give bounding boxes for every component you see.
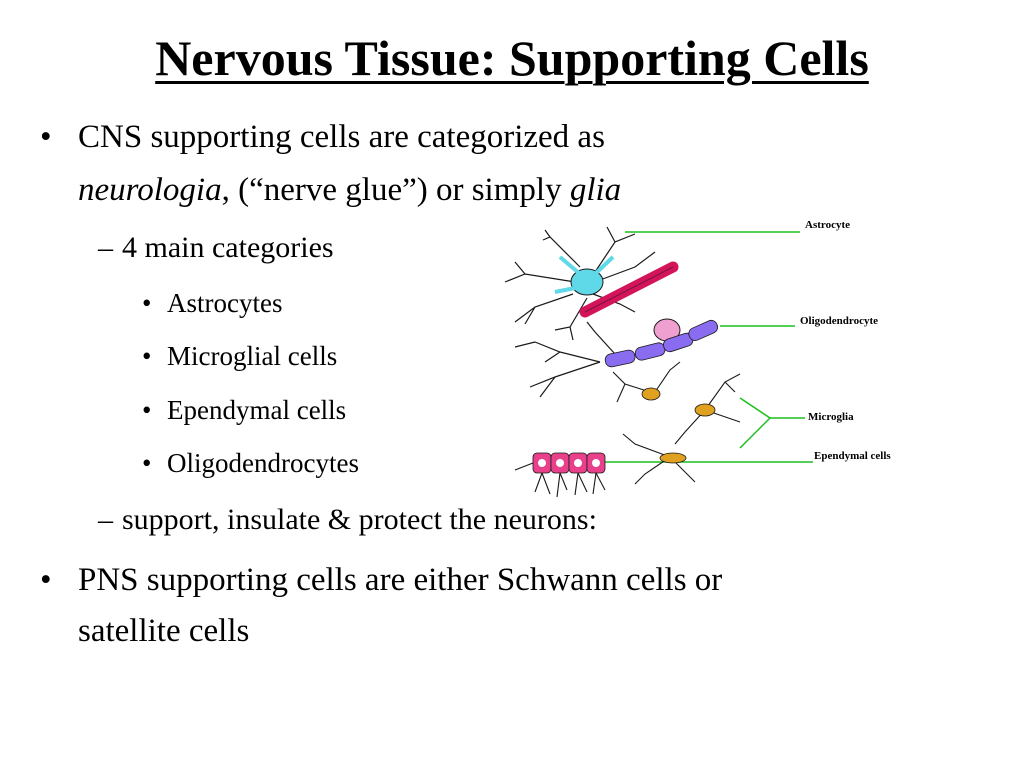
bullet-dot: • [40,562,52,598]
label-microglia: Microglia [808,411,854,423]
slide-title: Nervous Tissue: Supporting Cells [155,30,869,86]
bullet-pns-line2: satellite cells [78,613,250,649]
sub-bullet-categories: 4 main categories [122,231,334,264]
ependymal-processes [514,462,606,498]
cns-line2-text: , (“nerve glue”) or simply [221,172,570,208]
bullet-cns-line1: CNS supporting cells are categorized as [78,119,605,155]
dash-marker: – [98,231,113,264]
microglia-processes [612,361,741,485]
bullet-dot: • [142,395,152,425]
bullet-dot: • [142,341,152,371]
leader-lines [575,231,813,463]
category-microglial: Microglial cells [167,341,338,371]
term-neurologia: neurologia [78,172,222,208]
bullet-dot: • [142,448,152,478]
label-oligodendrocyte: Oligodendrocyte [800,315,878,327]
bullet-dot: • [40,119,52,155]
bullet-cns-line2: neurologia, (“nerve glue”) or simply gli… [78,169,621,211]
category-astrocytes: Astrocytes [167,288,283,318]
myelin-sheath [604,319,719,368]
label-astrocyte: Astrocyte [805,219,850,231]
glial-cells-diagram: Astrocyte Oligodendrocyte Microglia Epen… [504,219,891,498]
label-ependymal: Ependymal cells [814,450,891,462]
term-glia: glia [569,172,622,208]
microglia-bodies [641,387,716,464]
oligodendrocyte-processes [514,321,616,398]
astrocyte-processes [554,255,615,294]
bullet-dot: • [142,288,152,318]
sub-bullet-support: support, insulate & protect the neurons: [122,503,597,536]
astrocyte-illustration [504,226,656,341]
category-oligodendrocytes: Oligodendrocytes [167,448,359,478]
astrocyte-body [570,268,604,296]
category-ependymal: Ependymal cells [167,395,347,425]
dash-marker: – [98,503,113,536]
bullet-pns-line1: PNS supporting cells are either Schwann … [78,562,723,598]
